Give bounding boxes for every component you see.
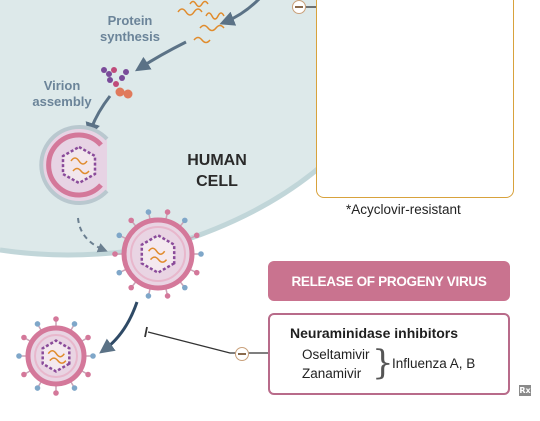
- drug-zanamivir: Zanamivir: [302, 366, 362, 381]
- drug-info-box: [316, 0, 514, 198]
- arrow-budding-to-release: [77, 217, 108, 253]
- inhibition-bar: [144, 326, 148, 338]
- arrow-protein-to-assembly: [134, 40, 187, 72]
- free-virion: [16, 316, 96, 396]
- human-cell-label: HUMAN CELL: [187, 152, 247, 190]
- drug-class-name: Neuraminidase inhibitors: [290, 325, 459, 341]
- drug-oseltamivir: Oseltamivir: [302, 347, 370, 362]
- assembly-components: [101, 67, 133, 99]
- inhibit-minus-icon: [235, 347, 249, 361]
- inhibition-line: [147, 331, 268, 354]
- inhibit-minus-top-icon: [292, 0, 306, 14]
- protein-synthesis-label: Protein synthesis: [100, 13, 160, 44]
- arrow-to-protein: [219, 0, 261, 26]
- neuraminidase-box: Neuraminidase inhibitors Oseltamivir Zan…: [268, 313, 510, 395]
- protein-squiggles: [177, 0, 225, 44]
- acyclovir-footnote: *Acyclovir-resistant: [346, 202, 461, 217]
- release-banner: RELEASE OF PROGENY VIRUS: [268, 261, 510, 301]
- virion-assembly-label: Virion assembly: [32, 78, 92, 109]
- drug-indication: Influenza A, B: [392, 356, 476, 371]
- rx-badge-icon: Rx: [519, 385, 531, 396]
- releasing-virion: [112, 209, 204, 299]
- brace-icon: }: [372, 343, 394, 383]
- arrow-release-to-free: [99, 301, 139, 354]
- budding-virion: [39, 125, 109, 205]
